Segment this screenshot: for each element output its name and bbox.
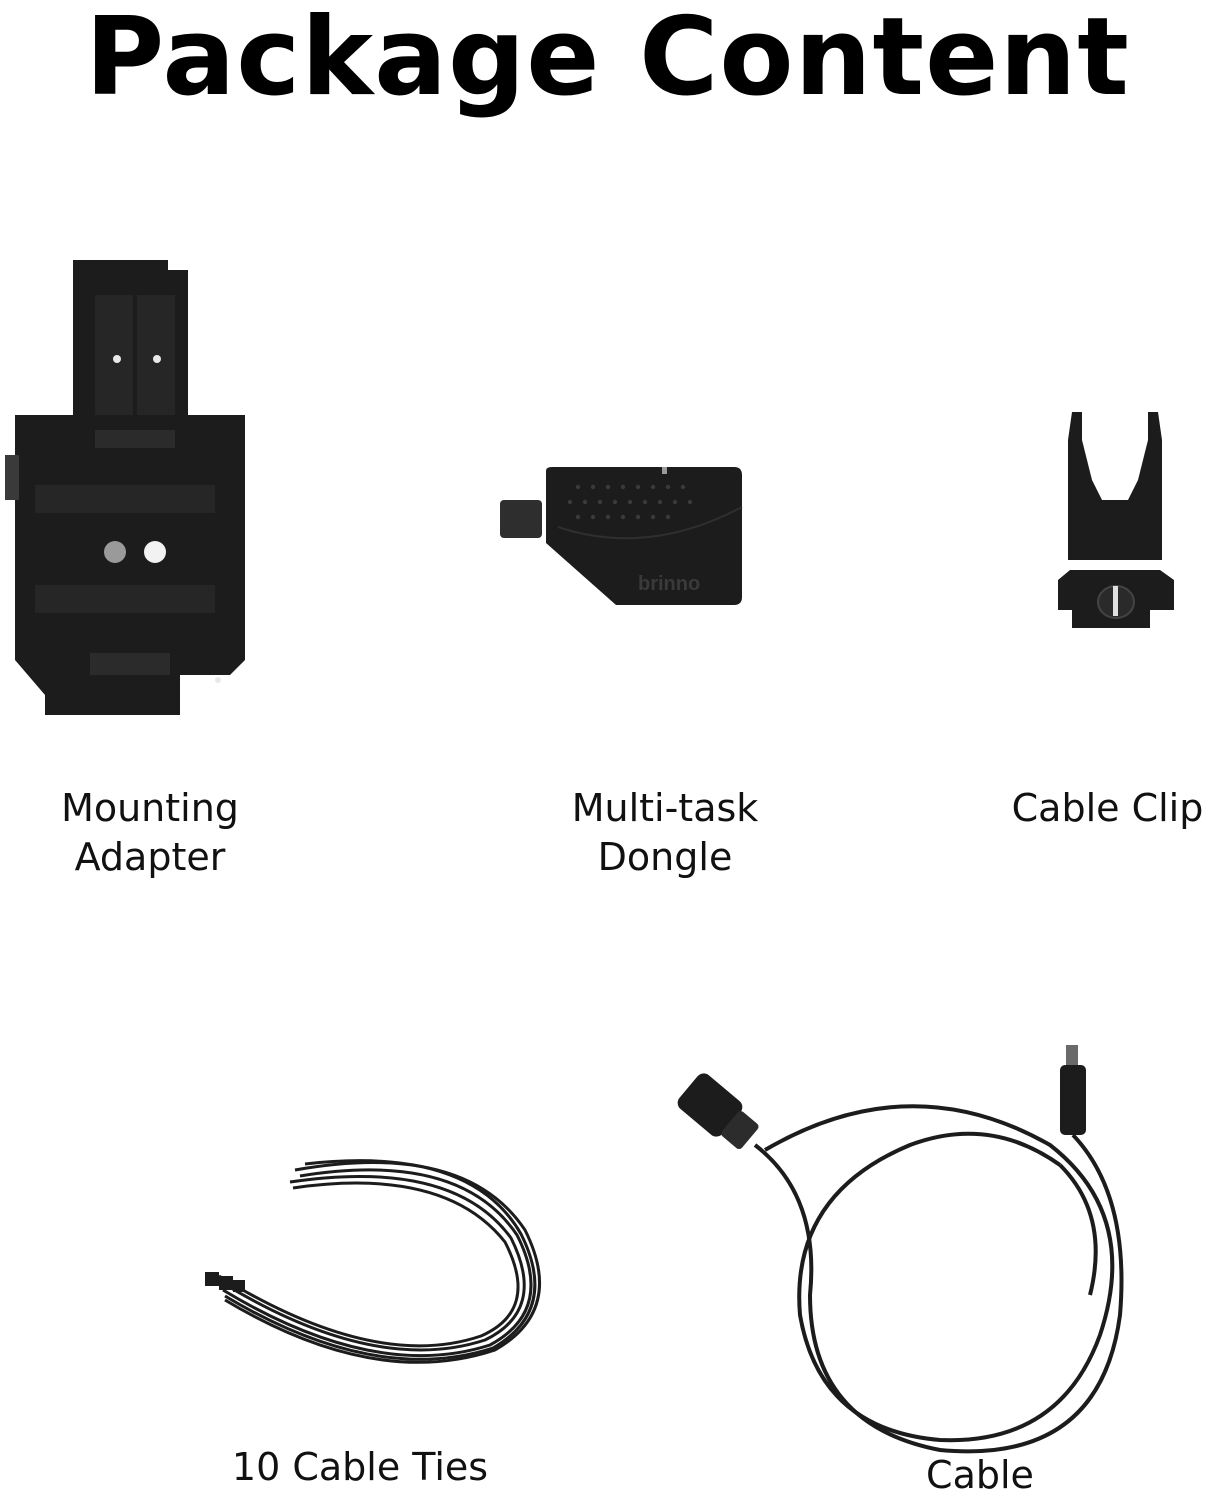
dongle-image: brinno	[500, 467, 743, 605]
dongle-brand-label: brinno	[638, 573, 700, 595]
caption-mounting-adapter: Mounting Adapter	[61, 786, 239, 879]
caption-dongle: Multi-task Dongle	[571, 786, 759, 879]
cable-image	[677, 1045, 1124, 1454]
caption-cable-clip: Cable Clip	[1011, 786, 1204, 830]
caption-cable: Cable	[926, 1453, 1034, 1497]
cable-clip-image	[1058, 412, 1174, 628]
mounting-adapter-image	[5, 260, 245, 715]
cable-ties-image	[205, 1159, 541, 1364]
caption-cable-ties: 10 Cable Ties	[231, 1445, 489, 1489]
page-title: Package Content	[85, 0, 1130, 120]
